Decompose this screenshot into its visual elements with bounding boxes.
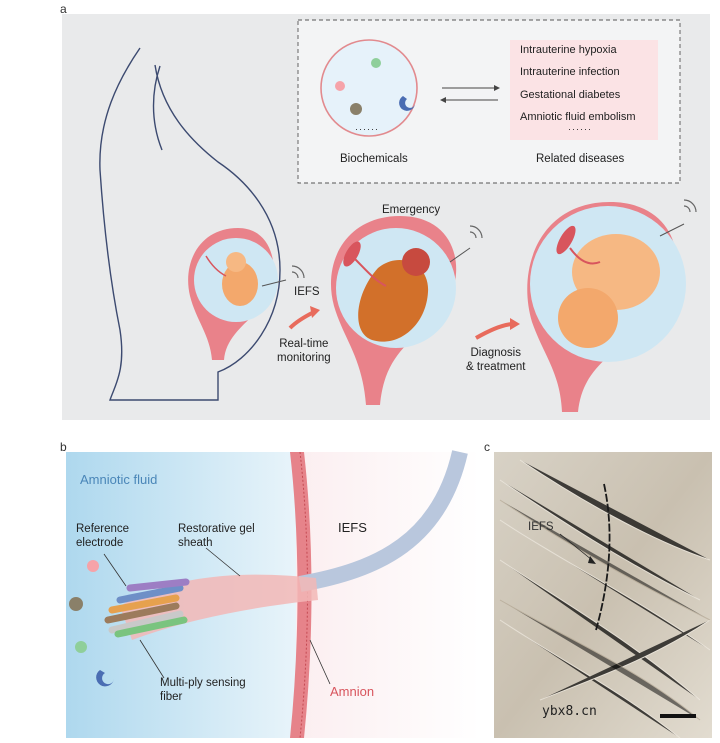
biochemicals-label: Biochemicals (340, 153, 408, 165)
molecule-pink-icon (87, 560, 99, 572)
amnion-label: Amnion (330, 684, 375, 699)
sensing-strands (104, 578, 190, 638)
uterus-emergency (330, 216, 471, 405)
disease-ellipsis: ······ (568, 124, 592, 134)
iefs-label-c: IEFS (528, 521, 554, 533)
uterus-treatment (527, 202, 686, 412)
disease-item: Gestational diabetes (520, 89, 621, 101)
scale-bar (660, 714, 696, 718)
biochemical-ellipsis: ······ (355, 124, 379, 134)
molecule-pink-icon (335, 81, 345, 91)
disease-item: Intrauterine infection (520, 66, 620, 78)
fiber-tail (298, 450, 468, 592)
biochemical-circle (320, 39, 418, 137)
back-curve (152, 65, 163, 151)
panel-a-letter: a (60, 2, 67, 16)
watermark: ybx8.cn (542, 704, 597, 719)
wifi-icon (291, 199, 697, 279)
body-outline (99, 47, 281, 401)
molecule-gray-icon (69, 597, 83, 611)
molecule-blue-icon (96, 670, 114, 687)
uterus-small (188, 228, 287, 360)
disease-item: Intrauterine hypoxia (520, 44, 617, 56)
disease-item: Amniotic fluid embolism (520, 111, 636, 123)
panel-b-letter: b (60, 440, 67, 454)
molecule-green-icon (371, 58, 381, 68)
molecule-gray-icon (350, 103, 362, 115)
iefs-fiber (595, 483, 611, 631)
diagnosis-treatment-label: Diagnosis& treatment (466, 347, 526, 374)
panel-c-letter: c (484, 440, 490, 454)
emergency-label: Emergency (382, 204, 441, 216)
molecule-blue-icon (399, 96, 415, 111)
molecule-green-icon (75, 641, 87, 653)
iefs-label-a: IEFS (294, 286, 320, 298)
disease-box (510, 40, 658, 140)
related-diseases-label: Related diseases (536, 153, 625, 165)
amniotic-fluid-label: Amniotic fluid (80, 472, 158, 487)
iefs-label-b: IEFS (338, 520, 367, 535)
